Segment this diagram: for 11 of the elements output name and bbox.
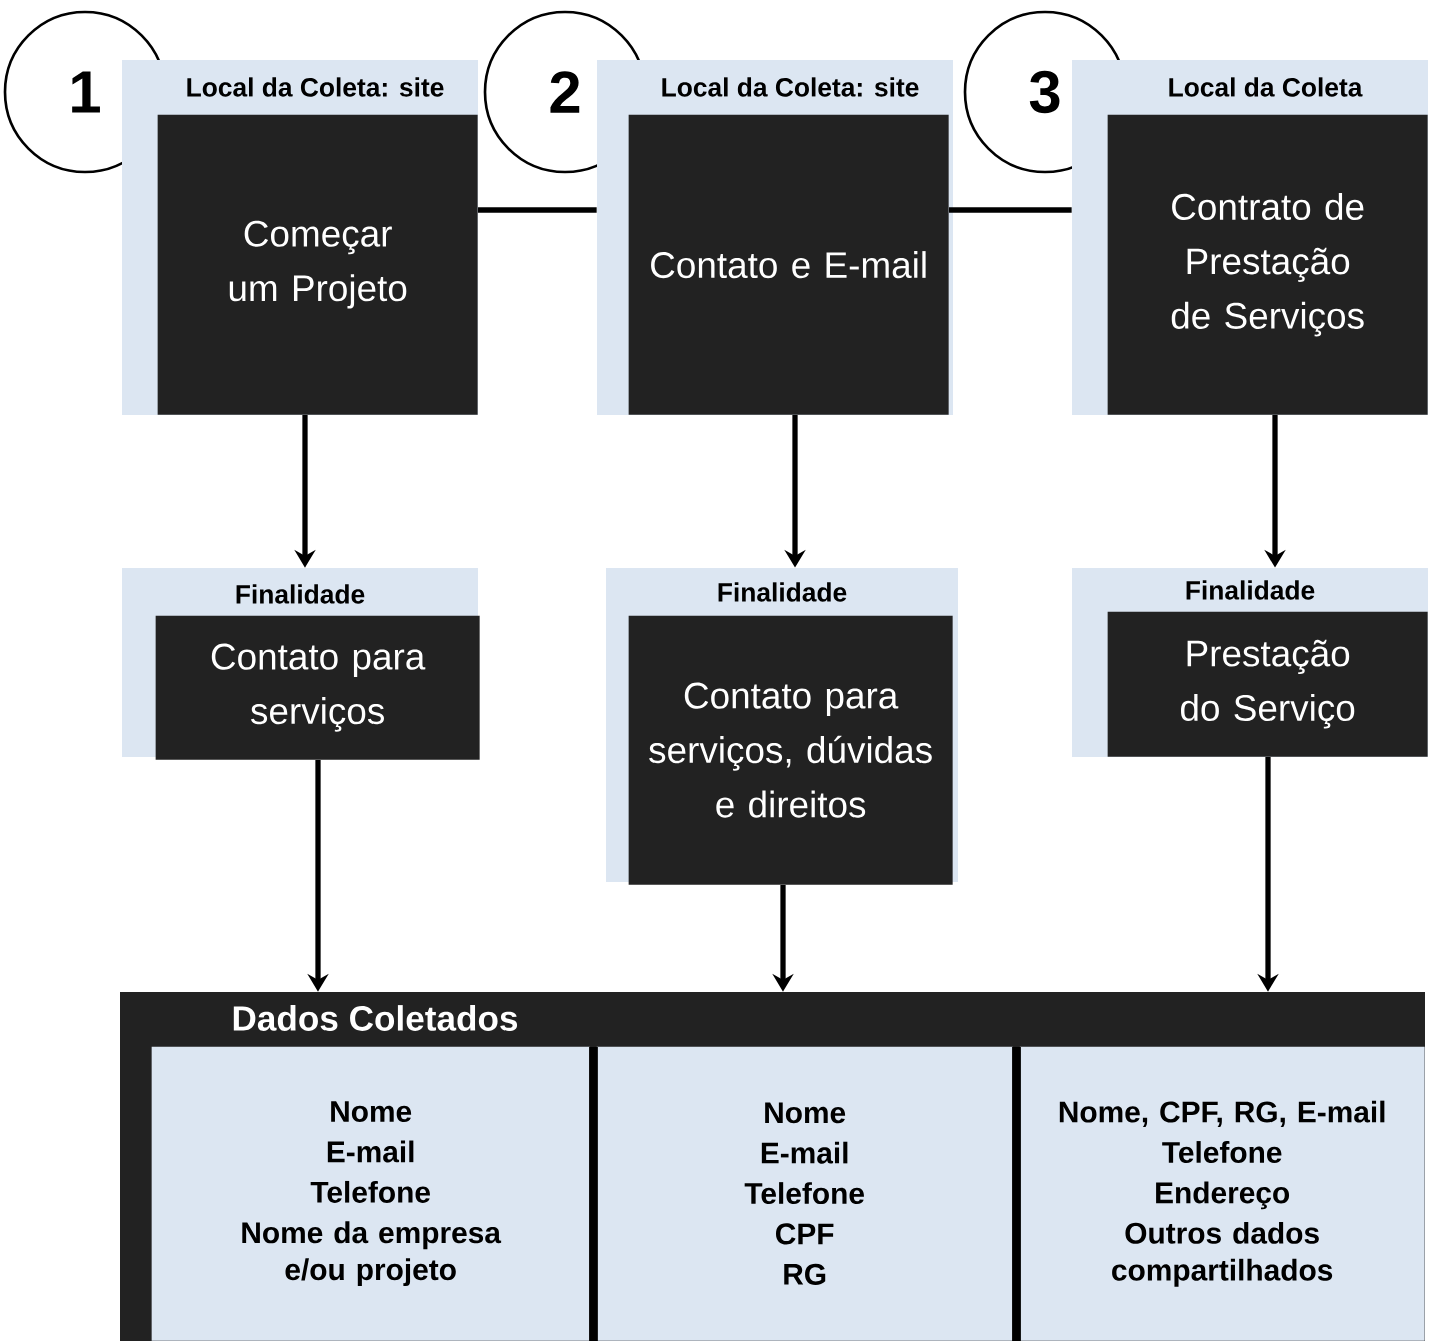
connector-line [949,207,1072,213]
connector-line [478,207,597,213]
process-box: Contrato de Prestação de Serviços [1107,114,1428,415]
process-box: Contato para serviços, dúvidas e direitos [628,615,953,885]
table-cell: Nome E-mail Telefone Nome da empresa e/ou projeto [151,1046,590,1341]
process-box: Começar um Projeto [157,114,478,415]
process-box: Contato para serviços [155,615,480,760]
process-box: Contato e E-mail [628,114,949,415]
process-box: Prestação do Serviço [1107,611,1428,757]
table-cell: Nome E-mail Telefone CPF RG [596,1046,1013,1341]
table-cell: Nome, CPF, RG, E-mail Telefone Endereço Outros dados compartilhados [1019,1046,1425,1341]
